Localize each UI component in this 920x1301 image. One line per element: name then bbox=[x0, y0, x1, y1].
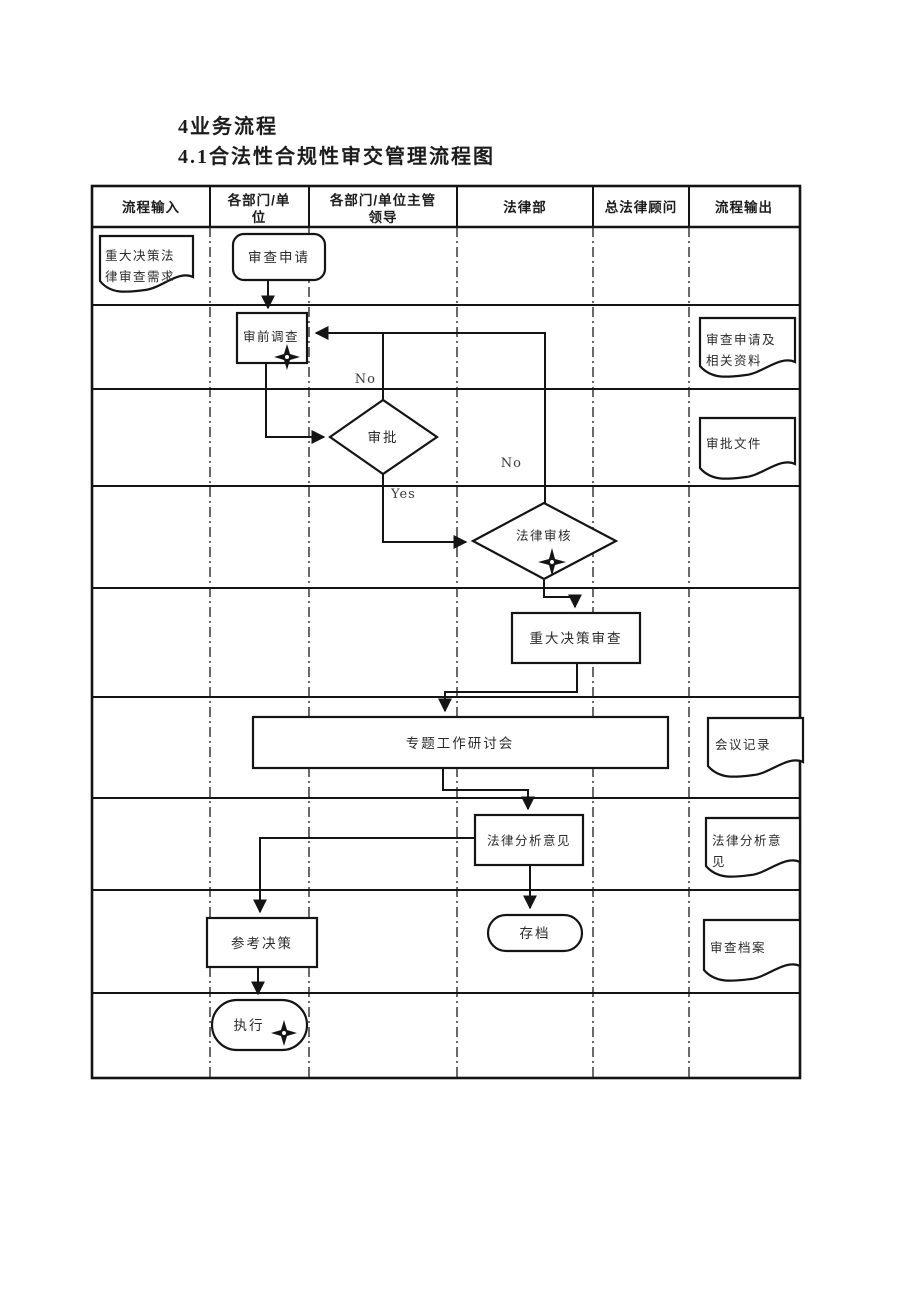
four-point-star-icon bbox=[274, 344, 300, 370]
arrow-workshop-to-analysis bbox=[442, 769, 535, 811]
header-column-separators bbox=[209, 186, 690, 227]
output-doc5-text: 审查档案 bbox=[710, 940, 766, 955]
review-application-shape bbox=[231, 232, 327, 282]
special-workshop-shape bbox=[251, 715, 670, 770]
pre-review-investigation-text: 审前调查 bbox=[243, 329, 299, 344]
output-documents: 审查申请及 相关资料 审批文件 会议记录 法律分析意 见 审查档案 bbox=[698, 316, 805, 982]
review-application-text: 审查申请 bbox=[248, 250, 310, 265]
execute-text: 执行 bbox=[234, 1018, 265, 1033]
approval-text: 审批 bbox=[368, 430, 399, 445]
node-archive: 存档 bbox=[486, 913, 584, 953]
lane-header-process-output: 流程输出 bbox=[715, 199, 773, 215]
label-legalreview-no: No bbox=[501, 456, 522, 471]
legal-analysis-opinion-text: 法律分析意见 bbox=[487, 833, 571, 848]
node-reference-decision: 参考决策 bbox=[205, 916, 319, 969]
output-doc5-shape bbox=[702, 918, 802, 982]
major-decision-review-shape bbox=[510, 611, 642, 665]
output-doc-approval-file: 审批文件 bbox=[698, 416, 797, 480]
output-doc3-text: 会议记录 bbox=[715, 738, 771, 752]
arrow-majorreview-to-workshop bbox=[438, 664, 578, 713]
major-decision-review-text: 重大决策审查 bbox=[530, 630, 623, 646]
output-doc4-text-line2: 见 bbox=[712, 855, 726, 869]
legal-review-text: 法律审核 bbox=[516, 528, 572, 543]
output-doc2-shape bbox=[698, 416, 797, 480]
output-doc-meeting-minutes: 会议记录 bbox=[706, 716, 805, 778]
node-special-workshop: 专题工作研讨会 bbox=[251, 715, 670, 770]
lane-header-dept-leaders-line2: 领导 bbox=[369, 209, 398, 225]
archive-shape bbox=[486, 913, 584, 953]
branch-labels: No Yes No bbox=[355, 372, 522, 502]
special-workshop-text: 专题工作研讨会 bbox=[406, 736, 515, 751]
flow-nodes: 重大决策法 律审查需求 审查申请 审前调查 审批 bbox=[98, 232, 670, 1052]
input-document-text-line1: 重大决策法 bbox=[105, 248, 175, 263]
connectors bbox=[251, 280, 582, 996]
pre-review-investigation-shape bbox=[235, 311, 309, 365]
lane-headers: 流程输入 各部门/单 位 各部门/单位主管 领导 法律部 总法律顾问 流程输出 bbox=[122, 192, 773, 225]
input-document-shape bbox=[98, 234, 195, 293]
arrow-approval-yes-to-legalreview bbox=[382, 474, 468, 549]
output-doc1-shape bbox=[698, 316, 797, 378]
label-approval-no: No bbox=[355, 372, 376, 387]
row-dividers bbox=[92, 304, 800, 994]
four-point-star-icon bbox=[538, 548, 566, 576]
output-doc1-text-line1: 审查申请及 bbox=[706, 332, 776, 347]
output-doc-review-archive: 审查档案 bbox=[702, 918, 802, 982]
reference-decision-text: 参考决策 bbox=[231, 935, 293, 951]
lane-header-departments-line1: 各部门/单 bbox=[227, 192, 291, 208]
output-doc-review-application-materials: 审查申请及 相关资料 bbox=[698, 316, 797, 378]
arrow-analysis-to-referencedecision bbox=[253, 837, 475, 914]
section-heading-line1: 4业务流程 bbox=[178, 116, 278, 138]
lane-header-general-counsel: 总法律顾问 bbox=[605, 199, 678, 215]
archive-text: 存档 bbox=[520, 926, 551, 941]
swimlane-table: 流程输入 各部门/单 位 各部门/单位主管 领导 法律部 总法律顾问 流程输出 bbox=[90, 184, 802, 1080]
arrow-legalreview-to-majorreview bbox=[543, 580, 582, 609]
approval-shape bbox=[328, 398, 439, 476]
output-doc3-shape bbox=[706, 716, 805, 778]
lane-header-process-input: 流程输入 bbox=[122, 199, 180, 215]
output-doc2-text: 审批文件 bbox=[706, 436, 762, 451]
node-approval: 审批 bbox=[328, 398, 439, 476]
output-doc4-shape bbox=[704, 816, 802, 878]
node-review-application: 审查申请 bbox=[231, 232, 327, 282]
arrow-investigation-to-approval bbox=[265, 364, 326, 444]
legal-analysis-opinion-shape bbox=[473, 813, 585, 867]
legal-review-shape bbox=[470, 501, 619, 581]
output-doc4-text-line1: 法律分析意 bbox=[712, 833, 782, 848]
reference-decision-shape bbox=[205, 916, 319, 969]
node-input-document: 重大决策法 律审查需求 bbox=[98, 234, 195, 293]
node-legal-analysis-opinion: 法律分析意见 bbox=[473, 813, 585, 867]
node-pre-review-investigation: 审前调查 bbox=[235, 311, 309, 370]
lane-header-dept-leaders-line1: 各部门/单位主管 bbox=[329, 192, 436, 208]
node-major-decision-review: 重大决策审查 bbox=[510, 611, 642, 665]
table-outer-border bbox=[90, 184, 802, 1080]
input-document-text-line2: 律审查需求 bbox=[105, 269, 175, 284]
arrow-legalreview-no-to-investigation bbox=[314, 326, 546, 504]
label-approval-yes: Yes bbox=[390, 487, 416, 502]
section-heading: 4业务流程 4.1合法性合规性审交管理流程图 bbox=[178, 112, 495, 172]
node-legal-review: 法律审核 bbox=[470, 501, 619, 581]
section-heading-line2: 4.1合法性合规性审交管理流程图 bbox=[178, 146, 495, 168]
node-execute: 执行 bbox=[210, 998, 309, 1052]
output-doc1-text-line2: 相关资料 bbox=[706, 354, 762, 368]
output-doc-legal-analysis-opinion: 法律分析意 见 bbox=[704, 816, 802, 878]
lane-header-legal-dept: 法律部 bbox=[503, 199, 547, 215]
lane-header-departments-line2: 位 bbox=[252, 209, 267, 225]
four-point-star-icon bbox=[271, 1020, 297, 1046]
